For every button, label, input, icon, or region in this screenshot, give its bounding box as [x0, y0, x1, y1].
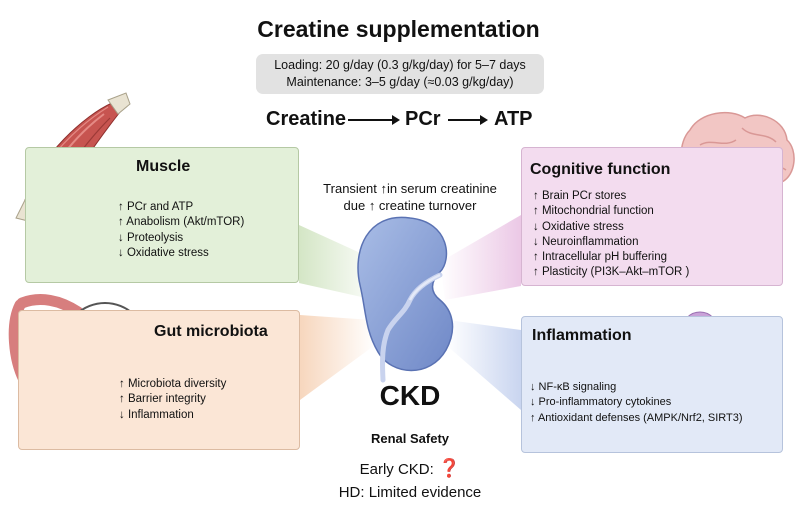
question-mark-icon: ❓	[437, 458, 461, 478]
page-title: Creatine supplementation	[257, 16, 540, 42]
gut-ray	[300, 315, 375, 400]
list-item: ↓ Inflammation	[119, 408, 194, 421]
ckd-label: CKD	[379, 380, 441, 411]
kidney-icon	[357, 216, 454, 383]
pathway-pcr: PCr	[405, 108, 441, 130]
list-item: ↓ Oxidative stress	[533, 220, 624, 233]
pathway-arrow-2	[448, 115, 488, 125]
transient-creatinine-note: Transient ↑in serum creatinine due ↑ cre…	[300, 180, 520, 214]
pathway-arrow-1	[348, 115, 400, 125]
list-item: ↑ Intracellular pH buffering	[533, 251, 668, 264]
list-item: ↓ Oxidative stress	[118, 246, 209, 259]
list-item: ↑ Brain PCr stores	[533, 190, 627, 202]
muscle-title: Muscle	[136, 158, 191, 175]
early-ckd-text: Early CKD:	[359, 461, 434, 478]
list-item: ↑ PCr and ATP	[118, 201, 194, 213]
inflammation-list: ↓ NF-κB signaling ↓ Pro-inflammatory cyt…	[530, 380, 743, 426]
list-item: ↑ Microbiota diversity	[119, 378, 227, 390]
renal-safety-label: Renal Safety	[370, 431, 450, 446]
pathway-creatine: Creatine	[266, 108, 347, 130]
cognitive-function-panel: Cognitive function ↑ Brain PCr stores ↑ …	[521, 147, 783, 286]
transient-line-2: due ↑ creatine turnover	[343, 198, 477, 213]
cognitive-ray	[440, 215, 521, 300]
gut-microbiota-title: Gut microbiota	[154, 323, 268, 340]
inflammation-ray	[446, 320, 521, 410]
inflammation-title: Inflammation	[532, 327, 632, 344]
hd-evidence-line: HD: Limited evidence	[338, 484, 482, 501]
list-item: ↑ Barrier integrity	[119, 393, 206, 406]
list-item: ↑ Antioxidant defenses (AMPK/Nrf2, SIRT3…	[530, 411, 743, 424]
transient-line-1: Transient ↑in serum creatinine	[323, 181, 497, 196]
pathway: Creatine PCr ATP	[0, 108, 797, 136]
list-item: ↑ Mitochondrial function	[533, 205, 654, 218]
loading-dose: Loading: 20 g/day (0.3 g/kg/day) for 5–7…	[274, 58, 526, 72]
early-ckd-line: Early CKD: ❓	[310, 458, 510, 479]
list-item: ↑ Plasticity (PI3K–Akt–mTOR )	[533, 266, 690, 279]
maintenance-dose: Maintenance: 3–5 g/day (≈0.03 g/kg/day)	[286, 75, 514, 89]
cognitive-function-list: ↑ Brain PCr stores ↑ Mitochondrial funct…	[533, 189, 689, 281]
cognitive-function-title: Cognitive function	[530, 161, 671, 178]
gut-microbiota-list: ↑ Microbiota diversity ↑ Barrier integri…	[119, 377, 226, 423]
inflammation-panel: Inflammation ↓ NF-κB signaling ↓ Pro-inf…	[521, 316, 783, 453]
pathway-atp: ATP	[494, 108, 533, 130]
gut-microbiota-panel: Gut microbiota ↑ Microbiota diversity ↑ …	[18, 310, 300, 450]
muscle-panel: Muscle ↑ PCr and ATP ↑ Anabolism (Akt/mT…	[25, 147, 299, 283]
list-item: ↑ Anabolism (Akt/mTOR)	[118, 216, 245, 229]
muscle-list: ↑ PCr and ATP ↑ Anabolism (Akt/mTOR) ↓ P…	[118, 200, 244, 261]
list-item: ↓ Pro-inflammatory cytokines	[530, 396, 672, 409]
dosing-box: Loading: 20 g/day (0.3 g/kg/day) for 5–7…	[256, 54, 544, 94]
list-item: ↓ NF-κB signaling	[530, 381, 617, 393]
list-item: ↓ Proteolysis	[118, 231, 184, 244]
list-item: ↓ Neuroinflammation	[533, 235, 639, 248]
